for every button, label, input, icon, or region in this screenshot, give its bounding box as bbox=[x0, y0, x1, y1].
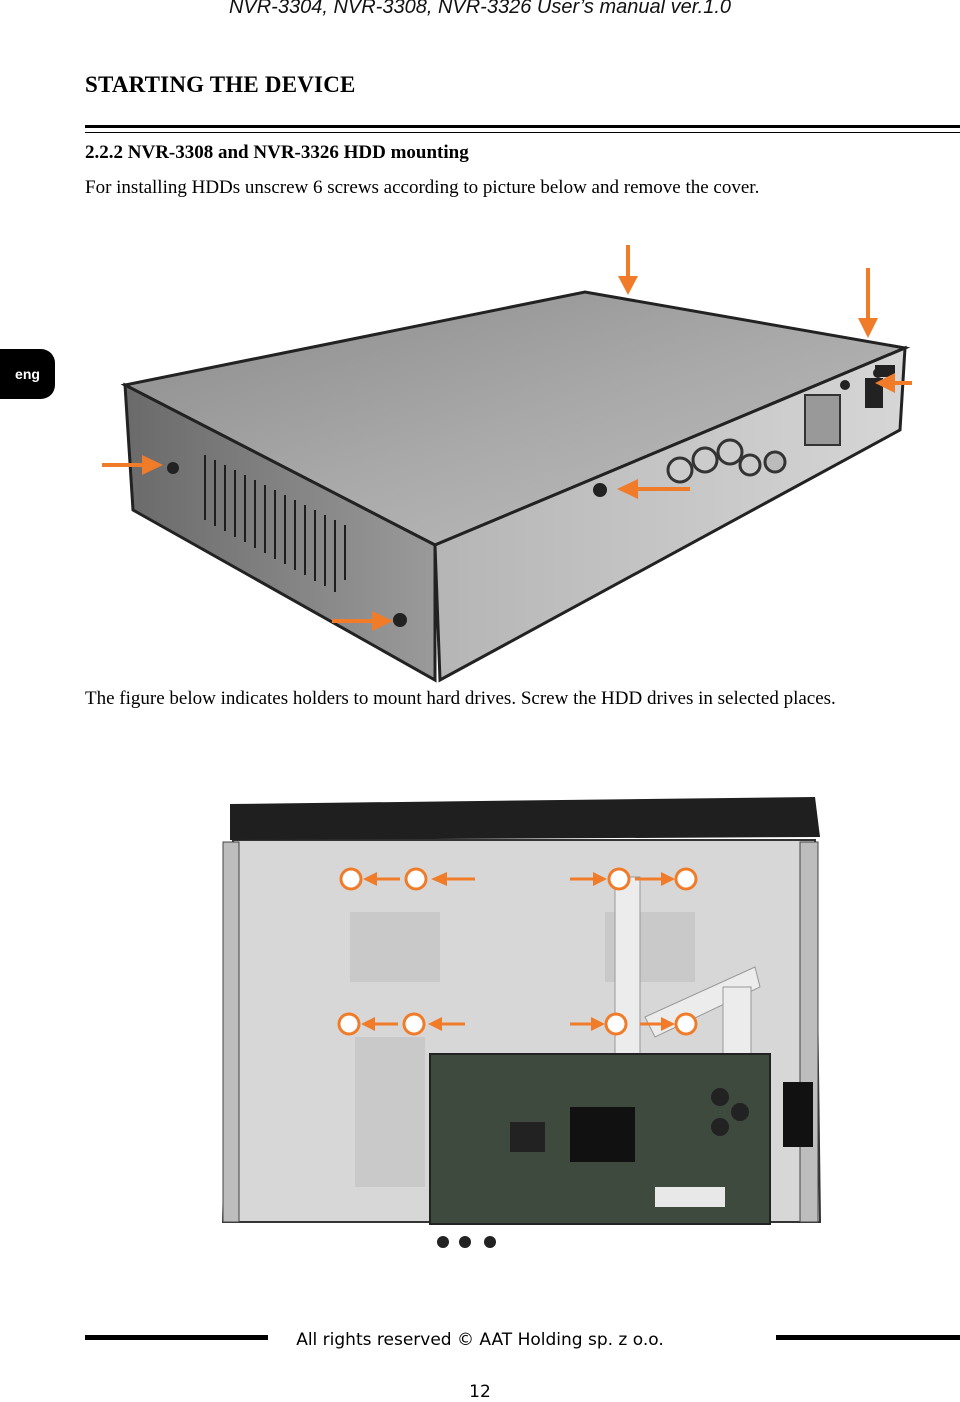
holders-paragraph: The figure below indicates holders to mo… bbox=[85, 688, 836, 709]
cover-screws bbox=[167, 368, 883, 627]
footer-rule-right bbox=[776, 1335, 960, 1340]
screw-arrows bbox=[102, 245, 912, 631]
subsection-title: 2.2.2 NVR-3308 and NVR-3326 HDD mounting bbox=[85, 142, 469, 163]
section-rule-thin bbox=[85, 132, 960, 133]
language-tab: eng bbox=[0, 349, 55, 399]
open-chassis-photo bbox=[221, 797, 822, 1248]
page-number: 12 bbox=[469, 1382, 491, 1402]
footer-copyright: All rights reserved © AAT Holding sp. z … bbox=[296, 1330, 664, 1350]
hdd-mount-holes bbox=[337, 867, 698, 1036]
header-title: NVR-3304, NVR-3308, NVR-3326 User’s manu… bbox=[228, 0, 732, 18]
device-cover-photo bbox=[102, 245, 912, 683]
rear-connectors bbox=[666, 365, 895, 484]
intro-paragraph: For installing HDDs unscrew 6 screws acc… bbox=[85, 177, 760, 198]
footer-rule-left bbox=[85, 1335, 268, 1340]
section-rule bbox=[85, 125, 960, 128]
mount-arrows bbox=[361, 872, 675, 1031]
vent-grille bbox=[204, 455, 346, 592]
section-title: STARTING THE DEVICE bbox=[85, 72, 356, 97]
